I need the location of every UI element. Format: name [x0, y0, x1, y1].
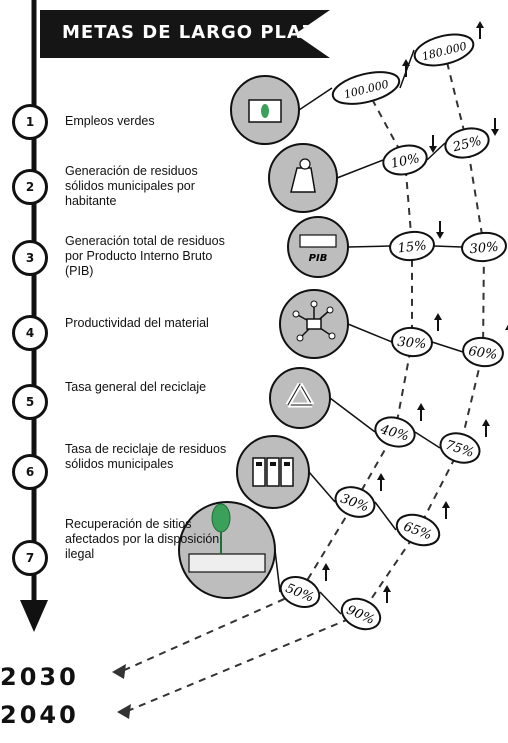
target-2040-6: 65% — [395, 501, 450, 547]
target-2030-1: 100.000 — [331, 59, 410, 105]
indicator-number-2: 2 — [12, 169, 48, 205]
target-value-2030-4: 30% — [397, 335, 427, 352]
material-network-icon — [279, 289, 349, 359]
target-2030-5: 40% — [374, 403, 425, 448]
up-arrow-icon — [505, 324, 508, 330]
connector-2040-7 — [319, 591, 342, 615]
pib-money-icon: PIB — [287, 216, 349, 278]
up-arrow-icon — [482, 419, 490, 437]
waste-bin-hand-icon — [268, 143, 338, 213]
connector-2040-6 — [374, 501, 397, 531]
indicator-number-5: 5 — [12, 384, 48, 420]
indicator-label-2: Generación de residuos sólidos municipal… — [65, 164, 198, 208]
target-2030-7: 50% — [279, 563, 330, 608]
arrow-to-2040 — [117, 704, 131, 719]
restored-site-plant-icon — [178, 501, 276, 599]
up-arrow-icon — [322, 563, 330, 581]
target-value-2040-2: 25% — [451, 134, 484, 156]
target-2030-6: 30% — [334, 473, 385, 518]
page-title: METAS DE LARGO PLAZO — [62, 22, 333, 43]
target-value-2030-3: 15% — [397, 239, 427, 257]
connector-2040-2 — [426, 142, 446, 161]
indicator-label-1: Empleos verdes — [65, 114, 155, 128]
down-arrow-icon — [429, 135, 437, 153]
connector-6 — [308, 471, 336, 503]
up-arrow-icon — [417, 403, 425, 421]
up-arrow-icon — [434, 313, 442, 331]
indicator-number-6: 6 — [12, 454, 48, 490]
indicator-label-7: Recuperación de sitios afectados por la … — [65, 517, 220, 561]
down-arrow-icon — [436, 221, 444, 239]
up-arrow-icon — [383, 585, 391, 603]
indicator-label-4: Productividad del material — [65, 316, 209, 330]
connector-2 — [336, 159, 384, 179]
up-arrow-icon — [442, 501, 450, 519]
target-value-2030-2: 10% — [390, 151, 421, 172]
target-2030-4: 30% — [391, 313, 442, 358]
connector-5 — [329, 397, 376, 433]
target-2040-4: 60% — [462, 324, 508, 368]
connector-2040-4 — [431, 341, 464, 353]
title-banner: METAS DE LARGO PLAZO — [40, 10, 330, 58]
target-2030-3: 15% — [389, 221, 444, 262]
arrow-to-2030 — [112, 664, 126, 679]
connector-7 — [274, 549, 281, 593]
target-2040-5: 75% — [439, 419, 490, 464]
up-arrow-icon — [377, 473, 385, 491]
briefcase-leaf-icon — [230, 75, 300, 145]
connector-3 — [347, 245, 391, 248]
recycle-icon — [269, 367, 331, 429]
connector-2040-5 — [414, 431, 441, 449]
target-value-2040-3: 30% — [469, 240, 499, 257]
indicator-label-6: Tasa de reciclaje de residuos sólidos mu… — [65, 442, 227, 471]
connector-2040-3 — [433, 245, 463, 248]
indicator-number-3: 3 — [12, 240, 48, 276]
target-2040-3: 30% — [461, 231, 507, 263]
up-arrow-icon — [402, 59, 410, 77]
up-arrow-icon — [476, 21, 484, 39]
year-2040-label: 2040 — [0, 701, 79, 729]
indicator-number-1: 1 — [12, 104, 48, 140]
indicator-number-7: 7 — [12, 540, 48, 576]
timeline-arrowhead — [20, 600, 48, 632]
target-2030-2: 10% — [382, 135, 437, 176]
connector-4 — [347, 323, 393, 343]
arc-2040 — [124, 49, 486, 713]
indicator-label-5: Tasa general del reciclaje — [65, 380, 207, 394]
target-value-2040-4: 60% — [467, 344, 498, 363]
connector-1 — [298, 87, 333, 111]
indicator-label-3: Generación total de residuos por Product… — [65, 234, 225, 278]
target-2040-1: 180.000 — [413, 21, 484, 67]
recycling-bins-icon — [236, 435, 310, 509]
target-2040-2: 25% — [444, 118, 499, 159]
target-2040-7: 90% — [340, 585, 391, 631]
down-arrow-icon — [491, 118, 499, 136]
indicator-number-4: 4 — [12, 315, 48, 351]
year-2030-label: 2030 — [0, 663, 79, 691]
pib-icon-label: PIB — [309, 253, 328, 264]
